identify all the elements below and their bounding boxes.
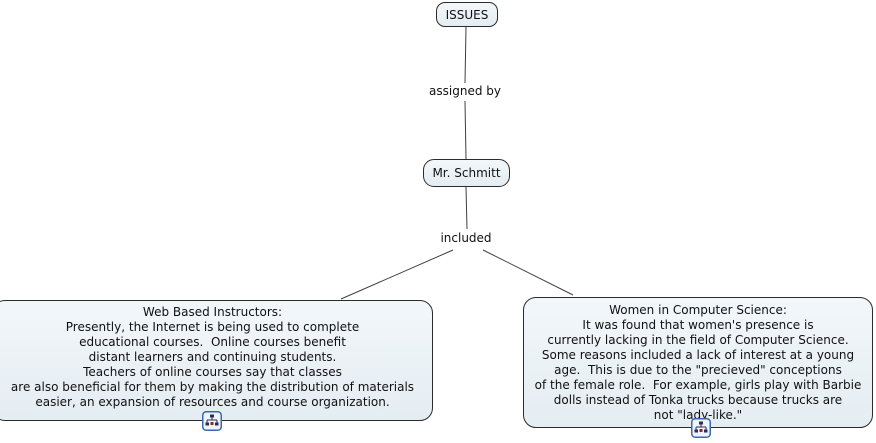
women-in-computer-science-body: It was found that women's presence is cu… — [534, 318, 862, 422]
linking-phrase-included[interactable]: included — [438, 231, 494, 245]
concept-node-mr-schmitt[interactable]: Mr. Schmitt — [423, 159, 510, 187]
concept-node-women-in-computer-science[interactable]: Women in Computer Science: It was found … — [523, 297, 873, 428]
cmap-resource-icon[interactable] — [202, 411, 222, 431]
cmap-resource-icon[interactable] — [691, 418, 711, 438]
women-in-computer-science-title: Women in Computer Science: — [609, 303, 787, 317]
web-based-instructors-title: Web Based Instructors: — [142, 305, 283, 319]
linking-phrase-assigned-by[interactable]: assigned by — [427, 84, 503, 98]
concept-node-issues[interactable]: ISSUES — [436, 2, 498, 27]
concept-node-web-based-instructors[interactable]: Web Based Instructors: Presently, the In… — [0, 300, 433, 421]
web-based-instructors-body: Presently, the Internet is being used to… — [10, 320, 415, 409]
